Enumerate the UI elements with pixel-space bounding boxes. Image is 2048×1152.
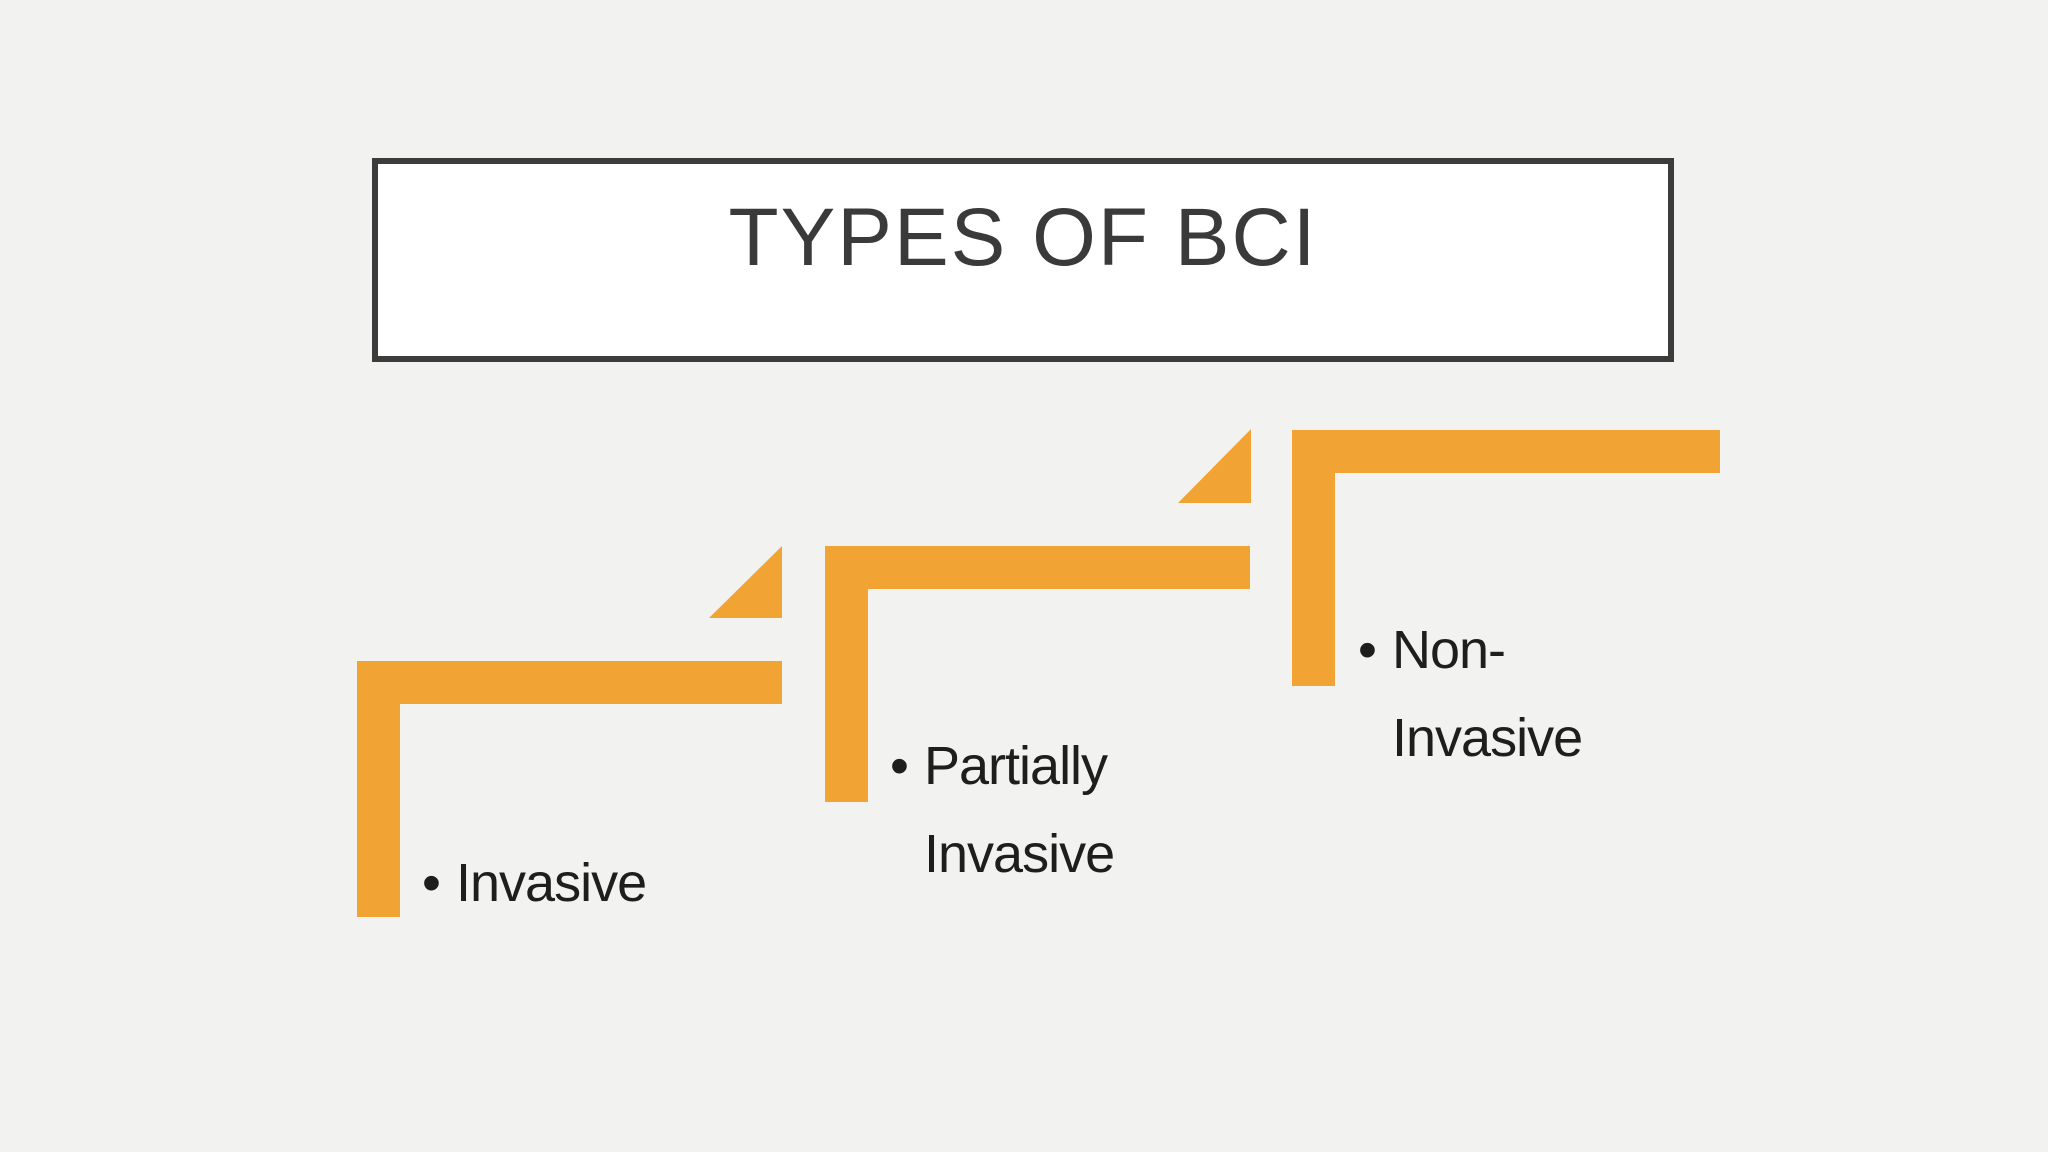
bullet-marker: • <box>890 736 909 796</box>
bullet-item-invasive: • Invasive <box>418 839 647 927</box>
step1-horizontal-bar <box>357 661 782 704</box>
bullet-label-line: Partially <box>924 736 1108 796</box>
bullet-label-line: Invasive <box>1392 708 1583 768</box>
step3-horizontal-bar <box>1292 430 1720 473</box>
step3-vertical-bar <box>1292 430 1335 686</box>
step2-vertical-bar <box>825 546 868 802</box>
step3-ramp-triangle <box>1178 429 1251 503</box>
bullet-label-line: Non- <box>1392 620 1506 680</box>
step2-horizontal-bar <box>825 546 1250 589</box>
bullet-item-non-invasive: • Non- Invasive <box>1354 606 1583 782</box>
title-box: TYPES OF BCI <box>372 158 1674 362</box>
bullet-marker: • <box>422 853 441 913</box>
bullet-label-line: Invasive <box>456 853 647 913</box>
step2-ramp-triangle <box>709 546 782 618</box>
bullet-item-partially-invasive: • Partially Invasive <box>886 722 1115 898</box>
slide-title: TYPES OF BCI <box>728 192 1318 283</box>
bullet-label-line: Invasive <box>924 824 1115 884</box>
bullet-marker: • <box>1358 620 1377 680</box>
step1-vertical-bar <box>357 661 400 917</box>
